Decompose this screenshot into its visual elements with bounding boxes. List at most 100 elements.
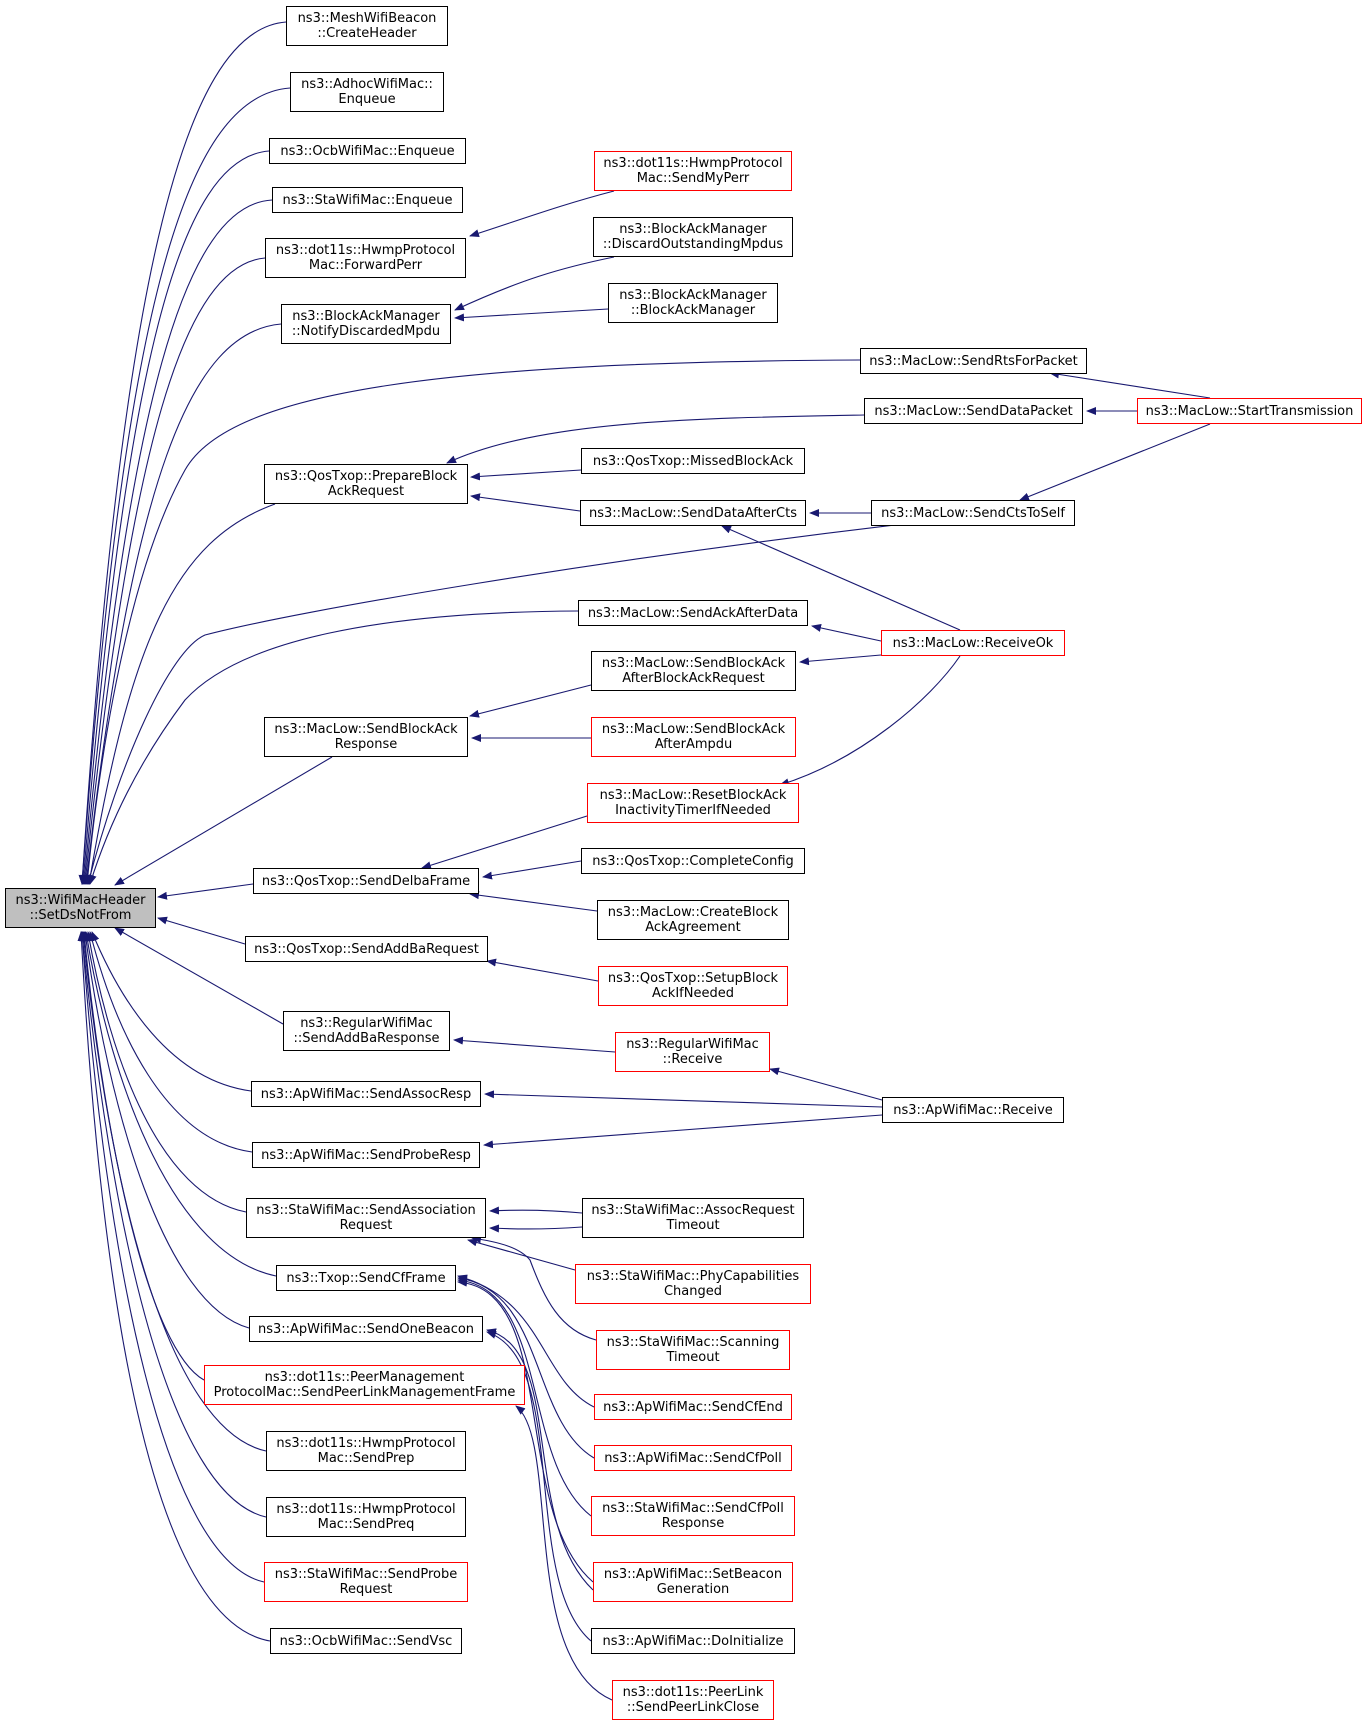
edge-receiveok-resetba — [779, 655, 961, 787]
edge-setbeacongen-cf — [457, 1278, 594, 1583]
node-maclow-starttransmission[interactable]: ns3::MacLow::StartTransmission — [1137, 398, 1362, 424]
edge-sendbar — [114, 756, 333, 886]
edge-createba — [469, 891, 598, 912]
edge-ackafterdata-root — [88, 610, 579, 885]
edge-resetba-senddelba — [421, 815, 588, 870]
edge-apreceive-proberesp — [483, 1114, 883, 1149]
node-apwifimac-sendassocresp[interactable]: ns3::ApWifiMac::SendAssocResp — [251, 1081, 481, 1107]
edge-meshbeacon — [78, 21, 287, 885]
edge-ocbenq — [79, 150, 270, 885]
edge-doinit — [486, 1331, 592, 1642]
edge-phycap — [467, 1238, 576, 1271]
node-blockackmanager-notifydiscardedmpdu[interactable]: ns3::BlockAckManager::NotifyDiscardedMpd… — [281, 304, 451, 344]
edge-sendvsc — [77, 931, 271, 1642]
node-maclow-senddataaftercts[interactable]: ns3::MacLow::SendDataAfterCts — [580, 500, 806, 526]
edge-dataaftercts-prepare — [470, 493, 581, 512]
node-apwifimac-receive[interactable]: ns3::ApWifiMac::Receive — [882, 1097, 1064, 1123]
node-peerlink-sendpeerlinkclose[interactable]: ns3::dot11s::PeerLink::SendPeerLinkClose — [612, 1680, 774, 1720]
node-regularwifimac-receive[interactable]: ns3::RegularWifiMac::Receive — [615, 1032, 770, 1072]
edge-baafterbar-sendbar — [469, 684, 592, 718]
node-maclow-sendackafterdata[interactable]: ns3::MacLow::SendAckAfterData — [578, 600, 808, 626]
node-adhocwifimac-enqueue[interactable]: ns3::AdhocWifiMac::Enqueue — [290, 72, 444, 112]
node-apwifimac-doinitialize[interactable]: ns3::ApWifiMac::DoInitialize — [591, 1628, 795, 1654]
node-blockackmanager-blockackmanager[interactable]: ns3::BlockAckManager::BlockAckManager — [608, 283, 778, 323]
edge-sendprep — [79, 931, 267, 1452]
edge-cfpollresp — [457, 1277, 592, 1517]
edge-apreceive-regreceive — [769, 1067, 883, 1101]
node-regularwifimac-sendaddbaresponse[interactable]: ns3::RegularWifiMac::SendAddBaResponse — [283, 1011, 450, 1051]
edge-scantimeout — [471, 1235, 597, 1341]
edge-notify — [83, 323, 282, 885]
node-apwifimac-sendproberesp[interactable]: ns3::ApWifiMac::SendProbeResp — [252, 1142, 480, 1168]
edge-receiveok-baafterbar — [799, 654, 882, 666]
node-meshwifibeacon-createheader[interactable]: ns3::MeshWifiBeacon::CreateHeader — [286, 6, 448, 46]
edge-fwdperr — [81, 257, 266, 885]
node-maclow-senddatapacket[interactable]: ns3::MacLow::SendDataPacket — [864, 398, 1083, 424]
edge-ctstoself-root — [86, 524, 896, 885]
edge-peerlinkclose — [515, 1405, 613, 1701]
edge-regreceive — [453, 1036, 616, 1053]
node-maclow-receiveok[interactable]: ns3::MacLow::ReceiveOk — [881, 630, 1065, 656]
node-ocbwifimac-sendvsc[interactable]: ns3::OcbWifiMac::SendVsc — [270, 1628, 462, 1654]
edge-starttx-rts — [1049, 370, 1211, 399]
node-apwifimac-sendcfend[interactable]: ns3::ApWifiMac::SendCfEnd — [594, 1394, 792, 1420]
edge-setupba — [486, 958, 599, 982]
node-qostxop-missedblockack[interactable]: ns3::QosTxop::MissedBlockAck — [581, 448, 805, 474]
edge-proberesp — [88, 931, 253, 1153]
edge-onebeacon — [82, 931, 250, 1329]
edge-sendpreq — [78, 931, 267, 1518]
edge-sendaddbaresp — [114, 927, 284, 1025]
edge-receiveok-ackafterdata — [811, 624, 882, 642]
edge-missedba — [470, 469, 582, 481]
edge-apreceive-assocresp — [484, 1090, 883, 1108]
node-maclow-sendrtsforpacket[interactable]: ns3::MacLow::SendRtsForPacket — [860, 348, 1087, 374]
edge-cfpoll — [457, 1275, 595, 1459]
node-maclow-sendctstoself[interactable]: ns3::MacLow::SendCtsToSelf — [871, 500, 1075, 526]
node-apwifimac-sendonebeacon[interactable]: ns3::ApWifiMac::SendOneBeacon — [249, 1316, 483, 1342]
node-txop-sendcfframe[interactable]: ns3::Txop::SendCfFrame — [276, 1265, 456, 1291]
node-qostxop-completeconfig[interactable]: ns3::QosTxop::CompleteConfig — [581, 848, 805, 874]
node-blockackmanager-discardoutstandingmpdus[interactable]: ns3::BlockAckManager::DiscardOutstanding… — [593, 217, 793, 257]
edge-assoctimeout-2 — [489, 1224, 583, 1233]
edge-adhoc — [78, 87, 291, 885]
edge-cfframe — [83, 931, 277, 1277]
node-stawifimac-enqueue[interactable]: ns3::StaWifiMac::Enqueue — [272, 187, 463, 213]
edge-bam — [454, 308, 609, 322]
node-ocbwifimac-enqueue[interactable]: ns3::OcbWifiMac::Enqueue — [269, 138, 466, 164]
edge-completecfg — [482, 860, 582, 880]
node-qostxop-senddelbaframe[interactable]: ns3::QosTxop::SendDelbaFrame — [253, 868, 479, 894]
edge-sendassoc — [85, 931, 247, 1213]
edge-senddelba — [157, 883, 254, 900]
edge-receiveok-dataaftercts — [721, 525, 961, 631]
edge-datapkt-prepare — [446, 414, 865, 464]
edge-staenq — [80, 199, 273, 885]
edge-starttx-cts — [1019, 423, 1211, 501]
node-qostxop-sendaddbarequest[interactable]: ns3::QosTxop::SendAddBaRequest — [245, 936, 488, 962]
edge-discard — [454, 256, 615, 311]
edge-sendmyperr — [469, 190, 615, 238]
node-wifimacheader-setdsnotfrom: ns3::WifiMacHeader::SetDsNotFrom — [5, 888, 156, 928]
node-apwifimac-sendcfpoll[interactable]: ns3::ApWifiMac::SendCfPoll — [594, 1445, 792, 1471]
edge-assocresp — [91, 931, 252, 1092]
edge-setbeacongen-beacon — [486, 1328, 594, 1591]
